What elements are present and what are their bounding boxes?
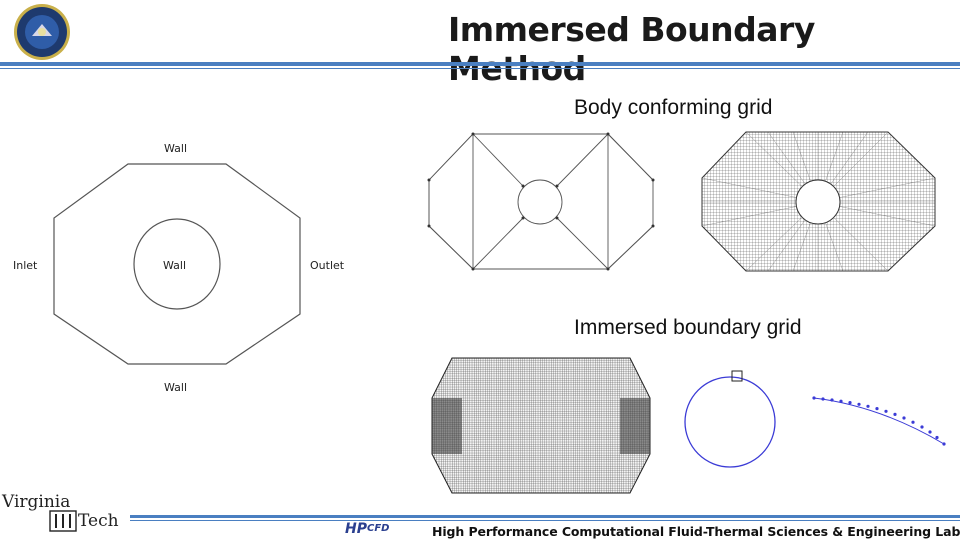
immersed-circle (684, 370, 776, 468)
hpcfd-logo: HP CFD (345, 521, 389, 537)
label-top-wall: Wall (164, 142, 187, 155)
svg-text:HP: HP (345, 521, 368, 537)
page-title: Immersed Boundary Method (448, 10, 815, 88)
body-conforming-mesh (701, 131, 936, 272)
header-rule-thick (0, 62, 960, 66)
svg-text:CFD: CFD (367, 523, 389, 534)
lab-name: High Performance Computational Fluid-The… (432, 524, 960, 539)
label-bottom-wall: Wall (164, 381, 187, 394)
cartesian-mesh (431, 357, 651, 494)
label-inlet: Inlet (13, 259, 38, 272)
svg-text:Tech: Tech (78, 511, 119, 531)
zoom-box (731, 370, 743, 382)
label-outlet: Outlet (310, 259, 345, 272)
immersed-boundary-label: Immersed boundary grid (574, 316, 802, 339)
zoomed-boundary-points (812, 396, 946, 446)
footer-rule-thin (130, 520, 960, 521)
block-topology-diagram (427, 132, 655, 271)
svg-text:Virginia: Virginia (1, 492, 70, 512)
body-conforming-label: Body conforming grid (574, 96, 773, 119)
header-rule-thin (0, 68, 960, 69)
cylinder-wall (133, 218, 221, 310)
university-seal-icon (14, 4, 70, 60)
virginia-tech-logo: Virginia Tech (1, 492, 119, 532)
octagon-boundary (53, 163, 301, 365)
footer-rule-thick (130, 515, 960, 518)
domain-diagram: Wall Wall Inlet Outlet Wall (13, 142, 345, 394)
label-center-wall: Wall (163, 259, 186, 272)
